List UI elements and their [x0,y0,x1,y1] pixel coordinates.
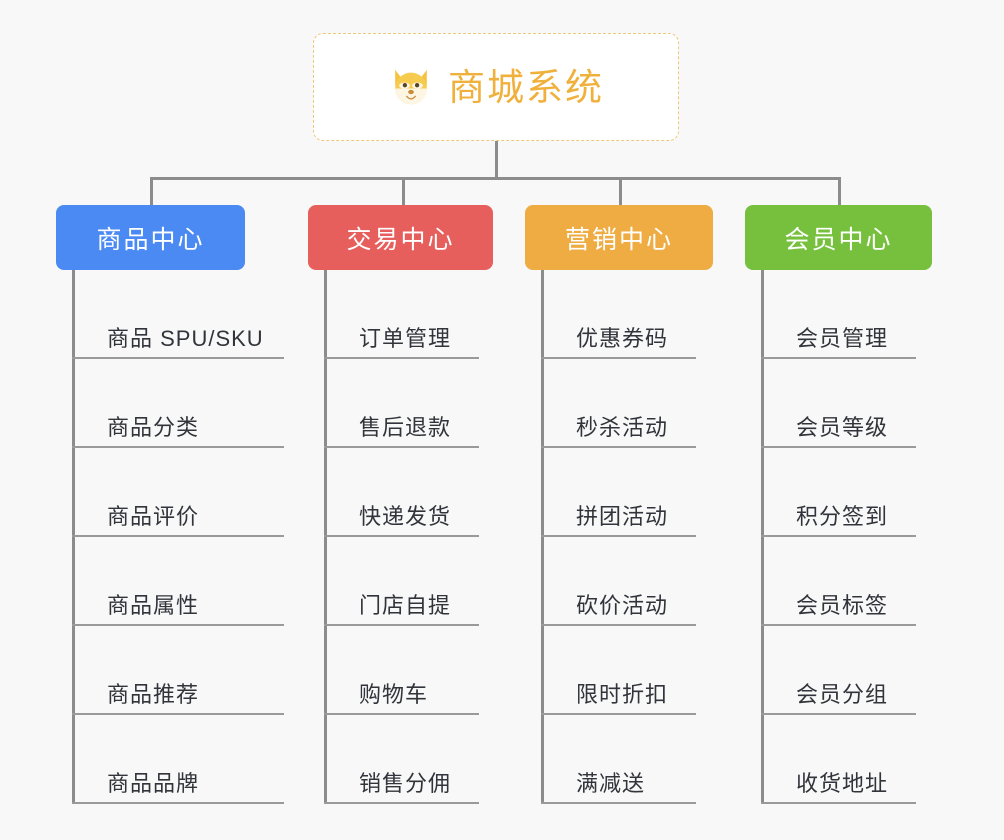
root-title: 商城系统 [448,66,604,108]
connector-drop-trade [402,177,405,207]
leaf-label: 订单管理 [359,326,452,351]
leaf-label: 商品分类 [107,415,200,440]
leaf-label: 门店自提 [359,593,452,618]
leaf-label: 售后退款 [359,415,452,440]
list-item[interactable]: 商品品牌 [72,715,284,804]
connector-drop-product [150,177,153,207]
leaf-label: 商品属性 [107,593,200,618]
leaf-list-marketing-center: 优惠券码 秒杀活动 拼团活动 砍价活动 限时折扣 满减送 [541,270,713,804]
list-item[interactable]: 会员标签 [761,537,932,626]
list-item[interactable]: 订单管理 [324,270,493,359]
category-label: 交易中心 [346,225,455,254]
leaf-list-product-center: 商品 SPU/SKU 商品分类 商品评价 商品属性 商品推荐 商品品牌 [72,270,284,804]
connector-drop-member [838,177,841,207]
dog-face-icon [388,64,434,110]
leaf-label: 满减送 [576,771,646,796]
category-label: 营销中心 [564,225,673,254]
list-item[interactable]: 秒杀活动 [541,359,713,448]
leaf-label: 销售分佣 [359,771,452,796]
leaf-label: 商品品牌 [107,771,200,796]
list-item[interactable]: 商品 SPU/SKU [72,270,284,359]
list-item[interactable]: 商品分类 [72,359,284,448]
list-item[interactable]: 门店自提 [324,537,493,626]
category-marketing-center[interactable]: 营销中心 [525,205,713,270]
leaf-label: 商品评价 [107,504,200,529]
connector-root-stem [495,141,498,179]
leaf-label: 会员分组 [796,682,889,707]
list-item[interactable]: 拼团活动 [541,448,713,537]
branch-marketing-center: 营销中心 优惠券码 秒杀活动 拼团活动 砍价活动 限时折扣 满减送 [525,205,713,804]
list-item[interactable]: 商品评价 [72,448,284,537]
connector-drop-marketing [619,177,622,207]
list-item[interactable]: 会员分组 [761,626,932,715]
list-item[interactable]: 售后退款 [324,359,493,448]
leaf-label: 砍价活动 [576,593,669,618]
category-product-center[interactable]: 商品中心 [56,205,245,270]
list-item[interactable]: 砍价活动 [541,537,713,626]
list-item[interactable]: 积分签到 [761,448,932,537]
root-node[interactable]: 商城系统 [313,33,679,141]
leaf-label: 收货地址 [796,771,889,796]
category-member-center[interactable]: 会员中心 [745,205,932,270]
leaf-label: 优惠券码 [576,326,669,351]
leaf-label: 限时折扣 [576,682,669,707]
leaf-list-member-center: 会员管理 会员等级 积分签到 会员标签 会员分组 收货地址 [761,270,932,804]
list-item[interactable]: 销售分佣 [324,715,493,804]
list-item[interactable]: 满减送 [541,715,713,804]
list-item[interactable]: 收货地址 [761,715,932,804]
list-item[interactable]: 限时折扣 [541,626,713,715]
branch-member-center: 会员中心 会员管理 会员等级 积分签到 会员标签 会员分组 收货地址 [745,205,932,804]
leaf-label: 会员等级 [796,415,889,440]
list-item[interactable]: 会员等级 [761,359,932,448]
list-item[interactable]: 优惠券码 [541,270,713,359]
leaf-label: 拼团活动 [576,504,669,529]
leaf-list-trade-center: 订单管理 售后退款 快递发货 门店自提 购物车 销售分佣 [324,270,493,804]
list-item[interactable]: 商品属性 [72,537,284,626]
leaf-label: 购物车 [359,682,429,707]
leaf-label: 秒杀活动 [576,415,669,440]
list-item[interactable]: 会员管理 [761,270,932,359]
category-label: 商品中心 [96,225,205,254]
branch-trade-center: 交易中心 订单管理 售后退款 快递发货 门店自提 购物车 销售分佣 [308,205,493,804]
category-trade-center[interactable]: 交易中心 [308,205,493,270]
branch-product-center: 商品中心 商品 SPU/SKU 商品分类 商品评价 商品属性 商品推荐 商品品牌 [56,205,284,804]
list-item[interactable]: 商品推荐 [72,626,284,715]
connector-bus [150,177,840,180]
leaf-label: 会员管理 [796,326,889,351]
leaf-label: 商品推荐 [107,682,200,707]
leaf-label: 会员标签 [796,593,889,618]
list-item[interactable]: 购物车 [324,626,493,715]
leaf-label: 积分签到 [796,504,889,529]
leaf-label: 商品 SPU/SKU [107,326,264,351]
leaf-label: 快递发货 [359,504,452,529]
list-item[interactable]: 快递发货 [324,448,493,537]
category-label: 会员中心 [784,225,893,254]
